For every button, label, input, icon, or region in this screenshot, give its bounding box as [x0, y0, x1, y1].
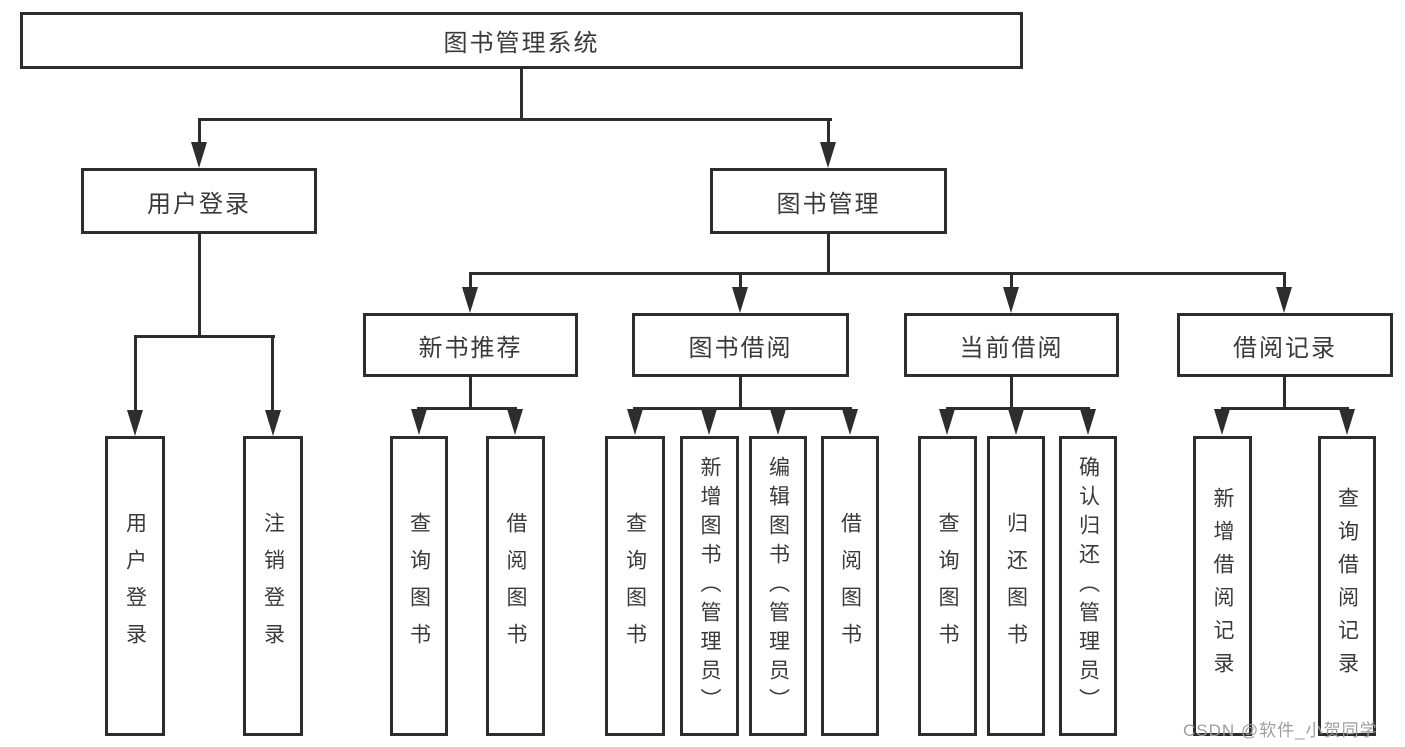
- connector-new-book-drop: [469, 375, 472, 409]
- connector-book-borrowing-branch: [633, 407, 852, 410]
- connector-stub-user-login: [198, 118, 201, 146]
- leaf-query-borrow-record: 查询借阅记录: [1318, 436, 1376, 736]
- leaf-query-books-recommend: 查询图书: [390, 436, 448, 736]
- node-label: 编辑图书（管理员）: [766, 455, 790, 717]
- node-user-login: 用户登录: [81, 168, 317, 234]
- node-label: 归还图书: [1004, 512, 1028, 660]
- connector-stub-book-management: [827, 118, 830, 146]
- leaf-user-login: 用户登录: [105, 436, 165, 736]
- arrow-down-icon: [191, 142, 207, 168]
- node-label: 用户登录: [123, 512, 147, 660]
- node-label: 用户登录: [147, 190, 251, 218]
- connector-stub-leaf-user-login: [134, 335, 137, 413]
- arrow-down-icon: [1003, 287, 1019, 313]
- arrow-down-icon: [701, 409, 717, 435]
- node-label: 查询图书: [936, 512, 960, 660]
- leaf-return-book: 归还图书: [987, 436, 1045, 736]
- arrow-down-icon: [842, 409, 858, 435]
- connector-user-login-branch: [134, 335, 275, 338]
- node-label: 查询图书: [407, 512, 431, 660]
- arrow-down-icon: [127, 410, 143, 436]
- arrow-down-icon: [1214, 409, 1230, 435]
- node-book-borrowing: 图书借阅: [632, 313, 849, 377]
- connector-stub-book-borrowing: [739, 272, 742, 291]
- connector-current-borrowing-drop: [1010, 375, 1013, 409]
- node-current-borrowing: 当前借阅: [904, 313, 1119, 377]
- node-label: 图书借阅: [688, 334, 793, 362]
- arrow-down-icon: [770, 409, 786, 435]
- arrow-down-icon: [1339, 409, 1355, 435]
- node-label: 查询图书: [623, 512, 647, 660]
- node-label: 确认归还（管理员）: [1076, 455, 1100, 717]
- leaf-add-book-admin: 新增图书（管理员）: [680, 436, 739, 736]
- node-library-management-system: 图书管理系统: [20, 12, 1023, 69]
- node-label: 借阅图书: [504, 512, 528, 660]
- arrow-down-icon: [1080, 409, 1096, 435]
- leaf-logout: 注销登录: [243, 436, 303, 736]
- leaf-borrow-books-borrowing: 借阅图书: [821, 436, 879, 736]
- connector-stub-borrowing-records: [1283, 272, 1286, 291]
- connector-stub-current-borrowing: [1010, 272, 1013, 291]
- arrow-down-icon: [507, 409, 523, 435]
- node-borrowing-records: 借阅记录: [1177, 313, 1393, 377]
- arrow-down-icon: [265, 410, 281, 436]
- connector-stub-leaf-logout: [271, 335, 274, 413]
- leaf-query-books-borrowing: 查询图书: [605, 436, 665, 736]
- arrow-down-icon: [1008, 409, 1024, 435]
- connector-borrowing-records-drop: [1283, 375, 1286, 409]
- connector-new-book-branch: [417, 407, 517, 410]
- connector-user-login-drop: [198, 232, 201, 337]
- node-label: 图书管理: [776, 190, 881, 218]
- node-label: 图书管理系统: [443, 30, 600, 57]
- leaf-add-borrow-record: 新增借阅记录: [1193, 436, 1252, 736]
- connector-borrowing-records-branch: [1221, 407, 1349, 410]
- csdn-watermark: CSDN @软件_小贺同学: [1183, 721, 1378, 740]
- arrow-down-icon: [939, 409, 955, 435]
- arrow-down-icon: [462, 287, 478, 313]
- node-label: 借阅图书: [838, 512, 862, 660]
- node-label: 当前借阅: [959, 334, 1064, 362]
- leaf-borrow-books-recommend: 借阅图书: [486, 436, 545, 736]
- connector-level3-branch: [469, 272, 1286, 275]
- arrow-down-icon: [732, 287, 748, 313]
- leaf-query-books-current: 查询图书: [918, 436, 977, 736]
- connector-book-borrowing-drop: [739, 375, 742, 409]
- connector-root-drop: [520, 67, 523, 120]
- node-label: 新书推荐: [418, 334, 523, 362]
- connector-stub-new-book: [469, 272, 472, 291]
- node-label: 注销登录: [261, 512, 285, 660]
- arrow-down-icon: [627, 409, 643, 435]
- connector-level2-branch: [198, 118, 832, 121]
- arrow-down-icon: [820, 142, 836, 168]
- node-label: 新增图书（管理员）: [698, 455, 722, 717]
- connector-current-borrowing-branch: [946, 407, 1090, 410]
- arrow-down-icon: [1276, 287, 1292, 313]
- leaf-confirm-return-admin: 确认归还（管理员）: [1059, 436, 1117, 736]
- node-label: 新增借阅记录: [1211, 487, 1235, 685]
- node-label: 借阅记录: [1233, 334, 1337, 362]
- node-new-book-recommendation: 新书推荐: [363, 313, 578, 377]
- leaf-edit-book-admin: 编辑图书（管理员）: [749, 436, 807, 736]
- node-book-management: 图书管理: [710, 168, 947, 234]
- node-label: 查询借阅记录: [1335, 487, 1359, 685]
- arrow-down-icon: [411, 409, 427, 435]
- connector-book-management-drop: [827, 232, 830, 275]
